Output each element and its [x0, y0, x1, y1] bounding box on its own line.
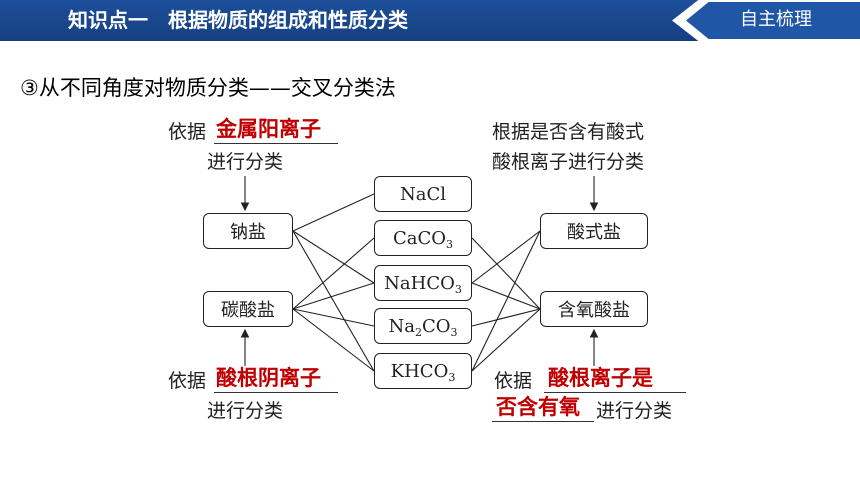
formula-subscript: 3 [446, 237, 454, 251]
category-box-acid-salt: 酸式盐 [540, 213, 648, 249]
compound-formula: KHCO [390, 360, 449, 382]
category-box-oxyacid-salt: 含氧酸盐 [540, 291, 648, 327]
left-bottom-prefix: 依据 [168, 370, 207, 392]
right-bottom-blank-2 [492, 421, 594, 422]
category-label: 钠盐 [230, 222, 266, 243]
category-box-carbonate: 碳酸盐 [203, 291, 293, 327]
compound-formula: CO [421, 315, 451, 337]
subtitle: ③从不同角度对物质分类——交叉分类法 [20, 76, 396, 100]
left-top-suffix: 进行分类 [207, 151, 284, 173]
left-top-answer: 金属阳离子 [216, 117, 321, 141]
right-top-line2: 酸根离子进行分类 [492, 151, 645, 173]
right-bottom-blank-1 [544, 392, 686, 393]
right-top-line1: 根据是否含有酸式 [492, 121, 645, 143]
right-bottom-suffix: 进行分类 [596, 400, 673, 422]
left-bottom-suffix: 进行分类 [207, 400, 284, 422]
left-top-blank [214, 143, 338, 144]
compound-box-nacl: NaCl [374, 176, 472, 212]
right-bottom-answer-line1: 酸根离子是 [548, 366, 653, 390]
left-bottom-blank [214, 392, 338, 393]
page-title: 知识点一 根据物质的组成和性质分类 [68, 8, 408, 32]
compound-formula: CaCO [392, 227, 447, 249]
category-label: 含氧酸盐 [558, 300, 630, 321]
right-bottom-prefix: 依据 [494, 370, 533, 392]
formula-subscript: 2 [414, 325, 422, 339]
category-box-sodium-salt: 钠盐 [203, 213, 293, 249]
compound-formula: NaHCO [384, 272, 455, 294]
compound-formula: NaCl [399, 183, 446, 205]
right-bottom-answer-line2: 否含有氧 [496, 395, 580, 419]
formula-subscript: 3 [448, 370, 456, 384]
section-badge [686, 2, 860, 39]
category-label: 酸式盐 [567, 222, 621, 243]
left-top-prefix: 依据 [168, 121, 207, 143]
section-badge-label: 自主梳理 [740, 9, 812, 30]
formula-subscript: 3 [450, 325, 458, 339]
formula-subscript: 3 [454, 282, 462, 296]
category-label: 碳酸盐 [221, 300, 275, 321]
compound-formula-prefix: Na [388, 315, 415, 337]
left-bottom-answer: 酸根阴离子 [216, 366, 321, 390]
